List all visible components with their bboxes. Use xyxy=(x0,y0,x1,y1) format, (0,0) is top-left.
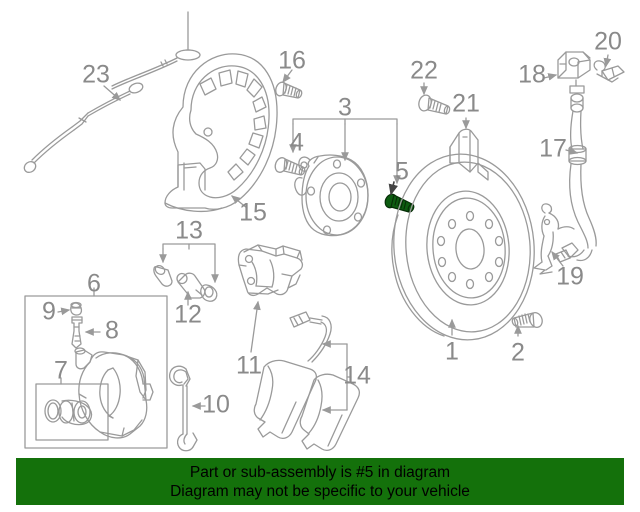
part-bleeder-cap xyxy=(70,301,83,316)
callout-numbers: 1 2 3 4 5 6 7 8 9 10 11 12 13 14 15 16 1… xyxy=(42,28,622,419)
part-abs-sensor-harness xyxy=(23,11,201,173)
callout-number-11: 11 xyxy=(236,352,262,380)
part-brake-pad-set xyxy=(253,311,360,451)
part-piston-seal-kit xyxy=(44,399,93,426)
callout-number-15: 15 xyxy=(239,199,267,227)
callout-number-3: 3 xyxy=(338,94,352,122)
callout-number-7: 7 xyxy=(54,357,68,385)
callout-number-12: 12 xyxy=(174,301,202,329)
callout-number-21: 21 xyxy=(452,90,480,118)
callout-number-8: 8 xyxy=(105,317,119,345)
part-brake-hose xyxy=(555,79,597,263)
part-abs-wheel-speed-sensor xyxy=(449,128,489,181)
callout-5 xyxy=(388,181,398,196)
part-rotor-retaining-screw xyxy=(511,312,543,328)
callout-number-9: 9 xyxy=(42,298,56,326)
callout-number-18: 18 xyxy=(518,61,546,89)
callout-13-bracket xyxy=(159,243,219,284)
notice-line-1: Part or sub-assembly is #5 in diagram xyxy=(189,463,451,481)
callout-number-5: 5 xyxy=(395,158,409,186)
part-brake-rotor-disc xyxy=(391,153,535,341)
callout-number-19: 19 xyxy=(556,263,584,291)
callout-number-10: 10 xyxy=(202,391,230,419)
part-caliper-mounting-bracket xyxy=(237,244,304,297)
part-shield-bolt xyxy=(275,81,303,99)
callout-number-14: 14 xyxy=(343,362,371,390)
callout-number-16: 16 xyxy=(278,47,306,75)
callout-number-6: 6 xyxy=(87,270,101,298)
part-sensor-bolt xyxy=(418,94,451,115)
callout-19 xyxy=(551,250,564,267)
callout-17 xyxy=(565,147,579,155)
part-hose-clip xyxy=(593,60,625,83)
callout-number-23: 23 xyxy=(82,61,110,89)
callout-15 xyxy=(230,195,248,209)
part-hose-bracket xyxy=(557,51,591,79)
part-splash-shield xyxy=(164,53,278,213)
notice-line-2: Diagram may not be specific to your vehi… xyxy=(170,482,470,500)
part-bleeder-screw xyxy=(71,316,83,349)
callout-3-bracket xyxy=(289,118,401,185)
callout-14-bracket xyxy=(321,340,352,414)
part-pad-retaining-spring xyxy=(169,365,198,452)
callout-23 xyxy=(103,85,121,101)
callout-11 xyxy=(250,300,261,353)
callout-9 xyxy=(57,307,71,316)
callout-number-4: 4 xyxy=(290,129,304,157)
callout-number-1: 1 xyxy=(445,338,459,366)
callout-16 xyxy=(282,69,293,84)
callout-18 xyxy=(543,73,558,81)
diagram-notice-banner: Part or sub-assembly is #5 in diagram Di… xyxy=(16,458,624,505)
callout-number-22: 22 xyxy=(410,57,438,85)
callout-20 xyxy=(603,54,612,68)
part-brake-caliper-assembly xyxy=(74,347,154,439)
part-guide-pin xyxy=(176,272,206,299)
part-highlighted-bolt xyxy=(384,193,415,213)
callout-number-2: 2 xyxy=(511,339,525,367)
callout-number-20: 20 xyxy=(594,28,622,56)
part-hub-mounting-bolt xyxy=(274,157,306,176)
part-piston-seal-kit-box xyxy=(35,383,109,441)
callout-number-13: 13 xyxy=(175,217,203,245)
callout-number-17: 17 xyxy=(539,135,567,163)
part-hose-retaining-clip xyxy=(533,203,575,275)
part-wheel-hub-bearing-assembly xyxy=(294,154,369,237)
part-caliper-assembly-box xyxy=(24,295,168,449)
